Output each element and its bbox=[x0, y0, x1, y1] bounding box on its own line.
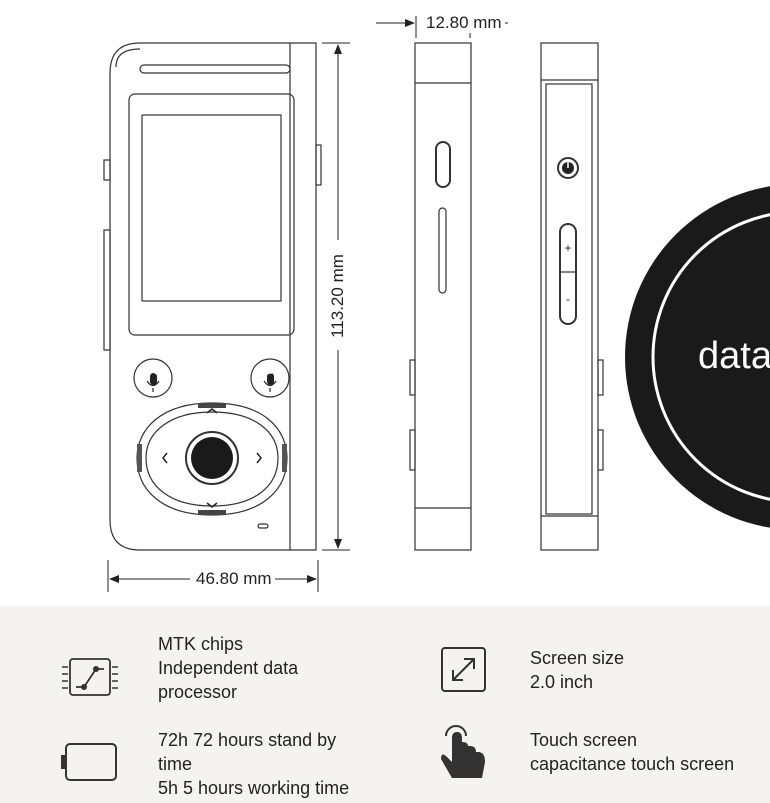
feature-battery-text: 72h 72 hours stand by time 5h 5 hours wo… bbox=[158, 728, 349, 800]
height-label: 113.20 mm bbox=[328, 248, 348, 344]
button-a-label: A bbox=[150, 367, 156, 376]
feature-panel bbox=[0, 606, 770, 803]
feature-line: capacitance touch screen bbox=[530, 754, 735, 774]
power-icon bbox=[557, 157, 579, 179]
touch-hand-icon bbox=[441, 725, 485, 778]
feature-line: processor bbox=[158, 682, 238, 702]
front-view bbox=[103, 42, 322, 551]
feature-chip-text: MTK chips Independent data processor bbox=[158, 632, 298, 704]
feature-line: Touch screen bbox=[530, 730, 638, 750]
resize-icon bbox=[441, 647, 486, 692]
battery-icon bbox=[61, 743, 117, 781]
back-view bbox=[540, 42, 604, 551]
side-view bbox=[409, 42, 472, 551]
feature-line: Independent data bbox=[158, 658, 299, 678]
badge-text: data bbox=[698, 335, 770, 377]
feature-line: 5h 5 hours working time bbox=[158, 778, 350, 798]
feature-line: Screen size bbox=[530, 648, 625, 668]
feature-line: 2.0 inch bbox=[530, 672, 594, 692]
mic-a-icon bbox=[146, 373, 160, 392]
logo-badge bbox=[625, 186, 770, 528]
feature-line: MTK chips bbox=[158, 634, 244, 654]
device-drawing: A B + - bbox=[103, 16, 770, 592]
thickness-label: 12.80 mm bbox=[423, 13, 505, 33]
volume-plus-label: + bbox=[564, 241, 571, 255]
feature-line: 72h 72 hours stand by bbox=[158, 730, 337, 750]
feature-screen-text: Screen size 2.0 inch bbox=[530, 646, 624, 694]
feature-touch-text: Touch screen capacitance touch screen bbox=[530, 728, 734, 776]
feature-line: time bbox=[158, 754, 193, 774]
chip-icon bbox=[62, 658, 118, 696]
mic-b-icon bbox=[263, 373, 277, 392]
dimension-lines bbox=[107, 16, 508, 592]
button-b-label: B bbox=[267, 367, 272, 376]
width-label: 46.80 mm bbox=[193, 569, 275, 589]
volume-minus-label: - bbox=[566, 292, 570, 306]
